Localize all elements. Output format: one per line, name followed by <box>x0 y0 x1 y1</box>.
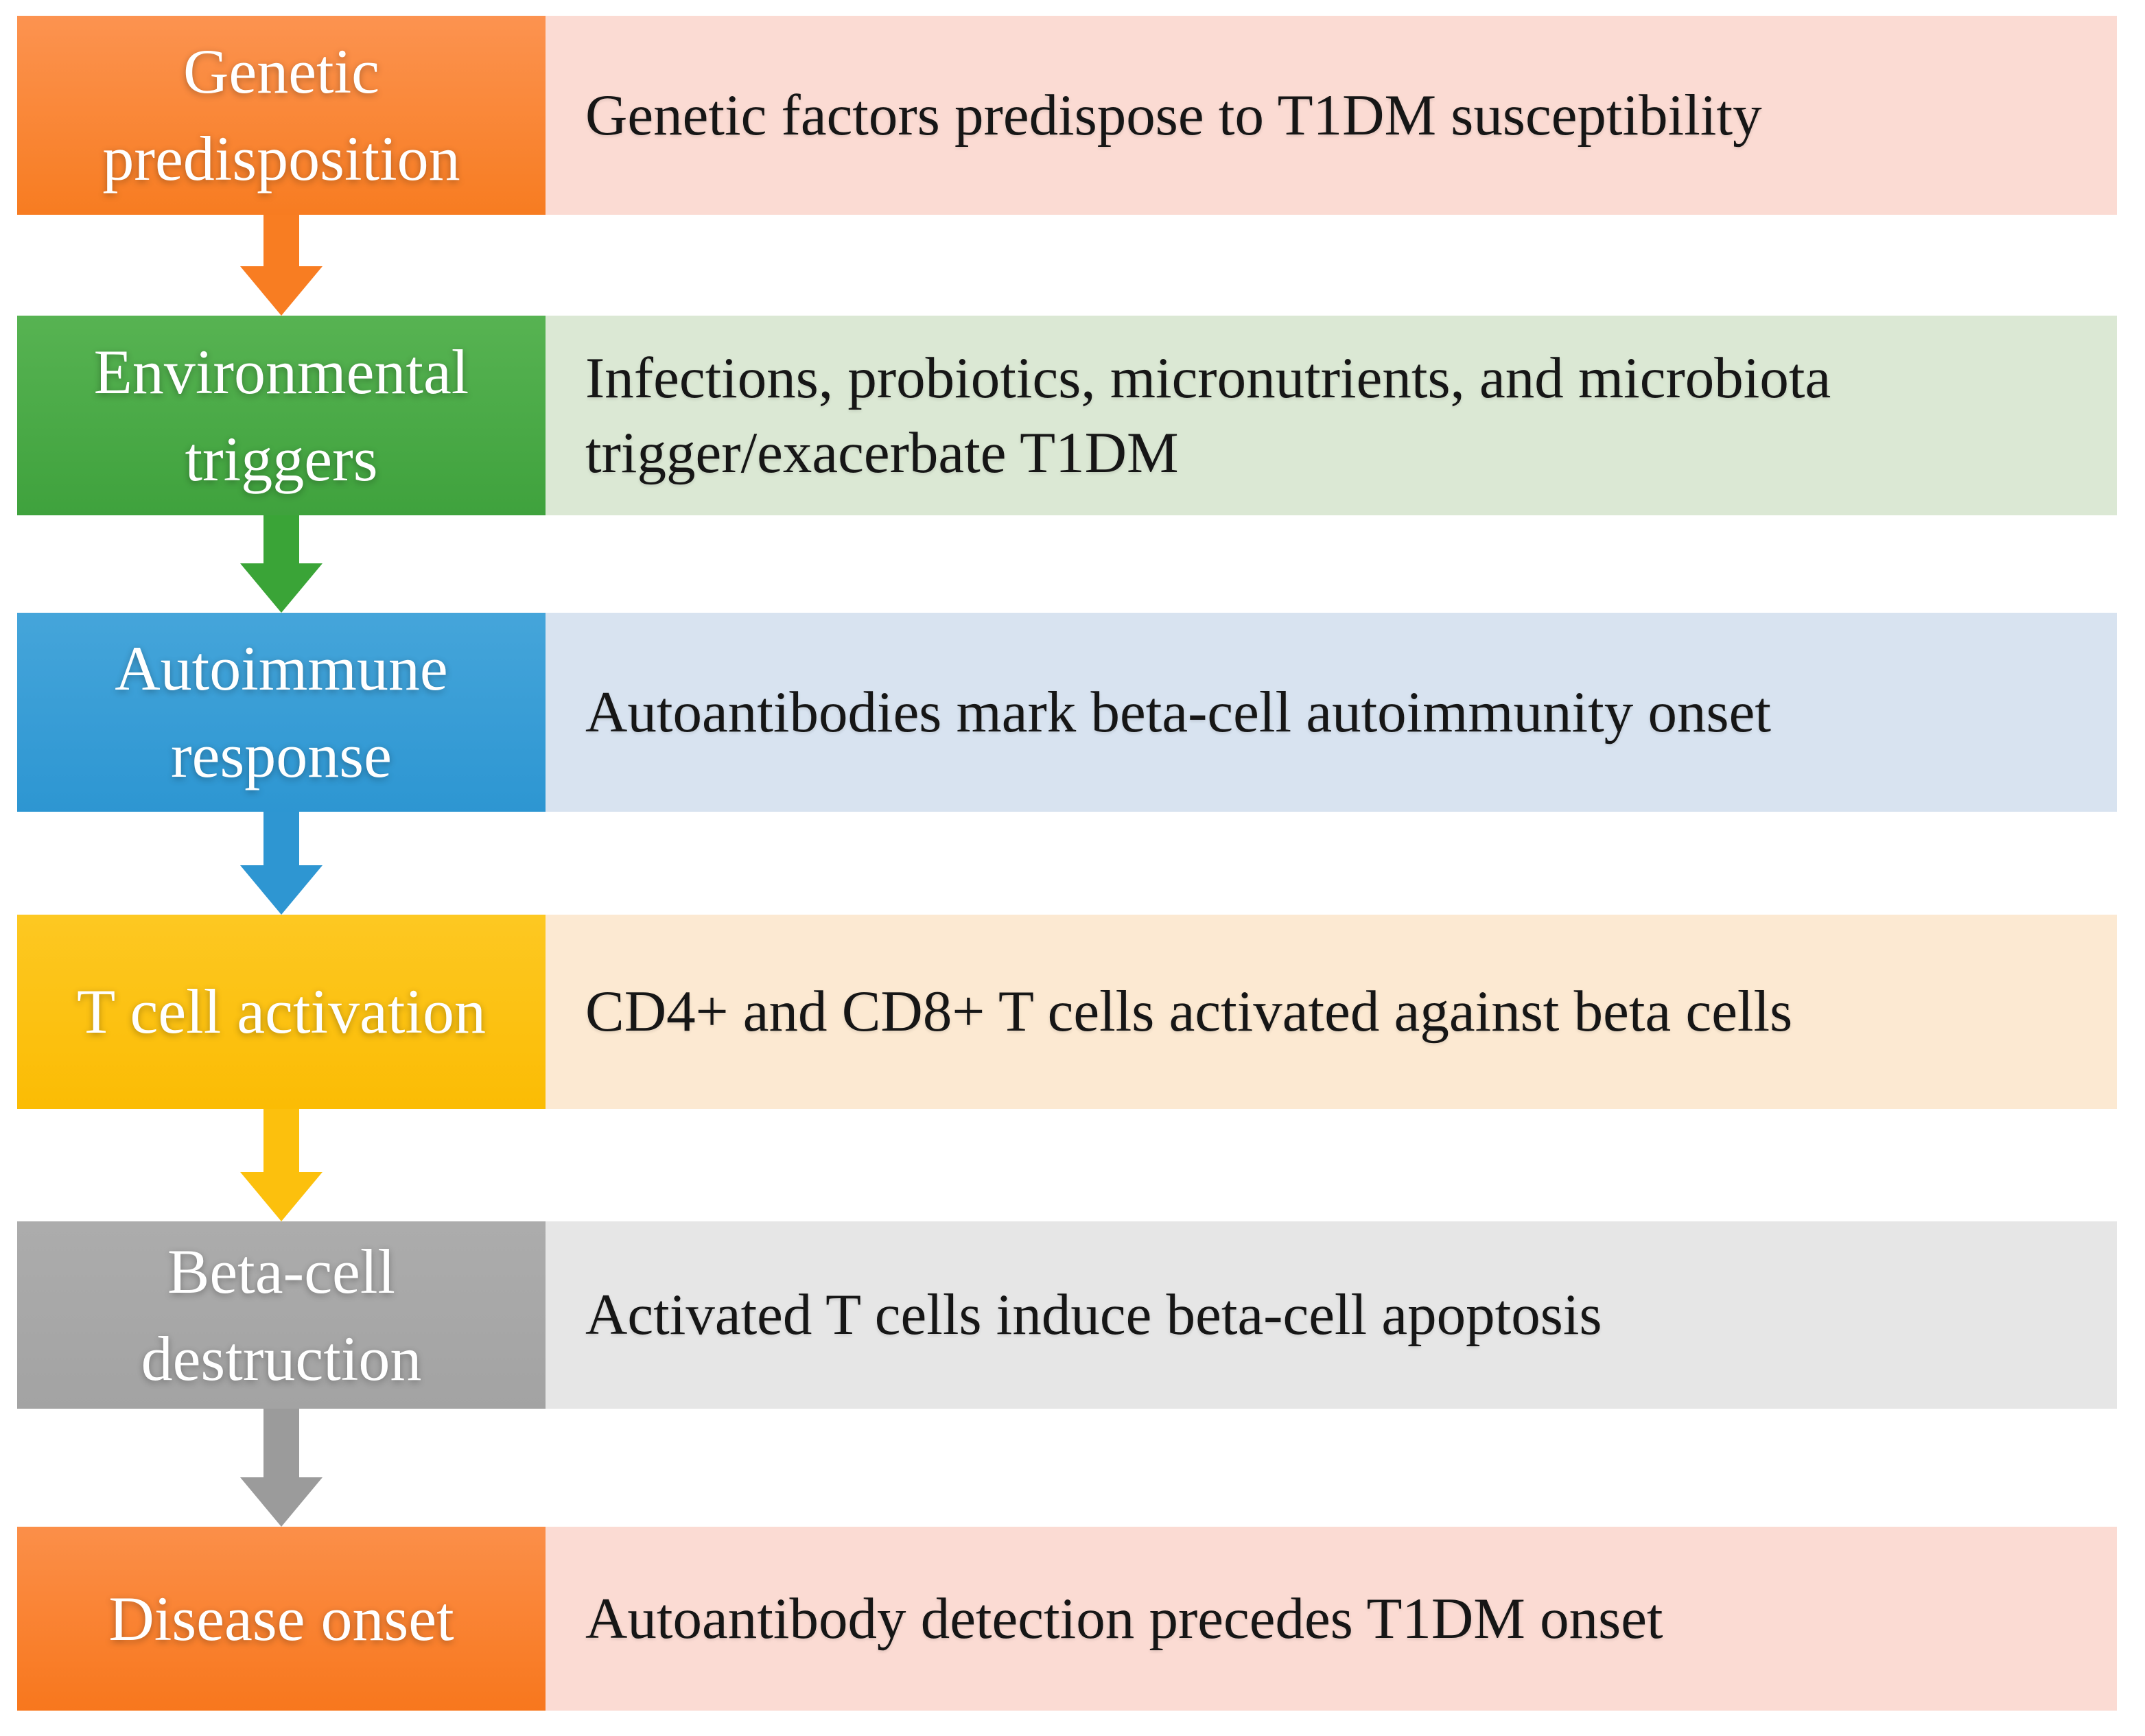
description-strip-autoimmune-response: Autoantibodies mark beta-cell autoimmuni… <box>546 613 2117 812</box>
description-strip-environmental-triggers: Infections, probiotics, micronutrients, … <box>546 316 2117 515</box>
description-text: Infections, probiotics, micronutrients, … <box>585 345 1831 485</box>
arrow-stem <box>263 215 299 266</box>
stage-box-t-cell-activation: T cell activation <box>17 915 546 1109</box>
stage-box-beta-cell-destruction: Beta-cell destruction <box>17 1221 546 1409</box>
arrow-down-icon <box>240 1477 323 1527</box>
stage-row-autoimmune-response: Autoimmune response Autoantibodies mark … <box>17 613 2117 812</box>
description-strip-t-cell-activation: CD4+ and CD8+ T cells activated against … <box>546 915 2117 1109</box>
stage-box-environmental-triggers: Environmental triggers <box>17 316 546 515</box>
arrow-stem <box>263 1409 299 1477</box>
arrow-stem <box>263 1109 299 1172</box>
arrow-down-icon <box>240 1172 323 1221</box>
flow-arrow-autoimmune-response <box>17 812 546 915</box>
stage-row-disease-onset: Disease onset Autoantibody detection pre… <box>17 1527 2117 1711</box>
stage-label: Autoimmune response <box>115 633 448 790</box>
description-strip-disease-onset: Autoantibody detection precedes T1DM ons… <box>546 1527 2117 1711</box>
description-text: Activated T cells induce beta-cell apopt… <box>585 1282 1602 1348</box>
stage-label: T cell activation <box>76 976 487 1047</box>
stage-row-environmental-triggers: Environmental triggers Infections, probi… <box>17 316 2117 515</box>
stage-box-genetic-predisposition: Genetic predisposition <box>17 16 546 215</box>
stage-row-genetic-predisposition: Genetic predisposition Genetic factors p… <box>17 16 2117 215</box>
description-text: Autoantibody detection precedes T1DM ons… <box>585 1586 1663 1651</box>
flow-arrow-environmental-triggers <box>17 515 546 613</box>
description-text: Autoantibodies mark beta-cell autoimmuni… <box>585 679 1771 744</box>
stage-row-t-cell-activation: T cell activation CD4+ and CD8+ T cells … <box>17 915 2117 1109</box>
arrow-stem <box>263 515 299 563</box>
arrow-stem <box>263 812 299 865</box>
flowchart: Genetic predisposition Genetic factors p… <box>17 16 2117 1711</box>
arrow-down-icon <box>240 563 323 613</box>
flow-arrow-genetic-predisposition <box>17 215 546 316</box>
stage-label: Disease onset <box>108 1583 454 1654</box>
stage-row-beta-cell-destruction: Beta-cell destruction Activated T cells … <box>17 1221 2117 1409</box>
flow-arrow-t-cell-activation <box>17 1109 546 1221</box>
stage-label: Beta-cell destruction <box>141 1236 422 1394</box>
description-strip-genetic-predisposition: Genetic factors predispose to T1DM susce… <box>546 16 2117 215</box>
stage-label: Genetic predisposition <box>102 36 460 193</box>
arrow-down-icon <box>240 865 323 915</box>
flow-arrow-beta-cell-destruction <box>17 1409 546 1527</box>
description-strip-beta-cell-destruction: Activated T cells induce beta-cell apopt… <box>546 1221 2117 1409</box>
stage-box-autoimmune-response: Autoimmune response <box>17 613 546 812</box>
stage-label: Environmental triggers <box>93 336 469 494</box>
arrow-down-icon <box>240 266 323 316</box>
description-text: Genetic factors predispose to T1DM susce… <box>585 82 1762 148</box>
description-text: CD4+ and CD8+ T cells activated against … <box>585 979 1793 1044</box>
stage-box-disease-onset: Disease onset <box>17 1527 546 1711</box>
